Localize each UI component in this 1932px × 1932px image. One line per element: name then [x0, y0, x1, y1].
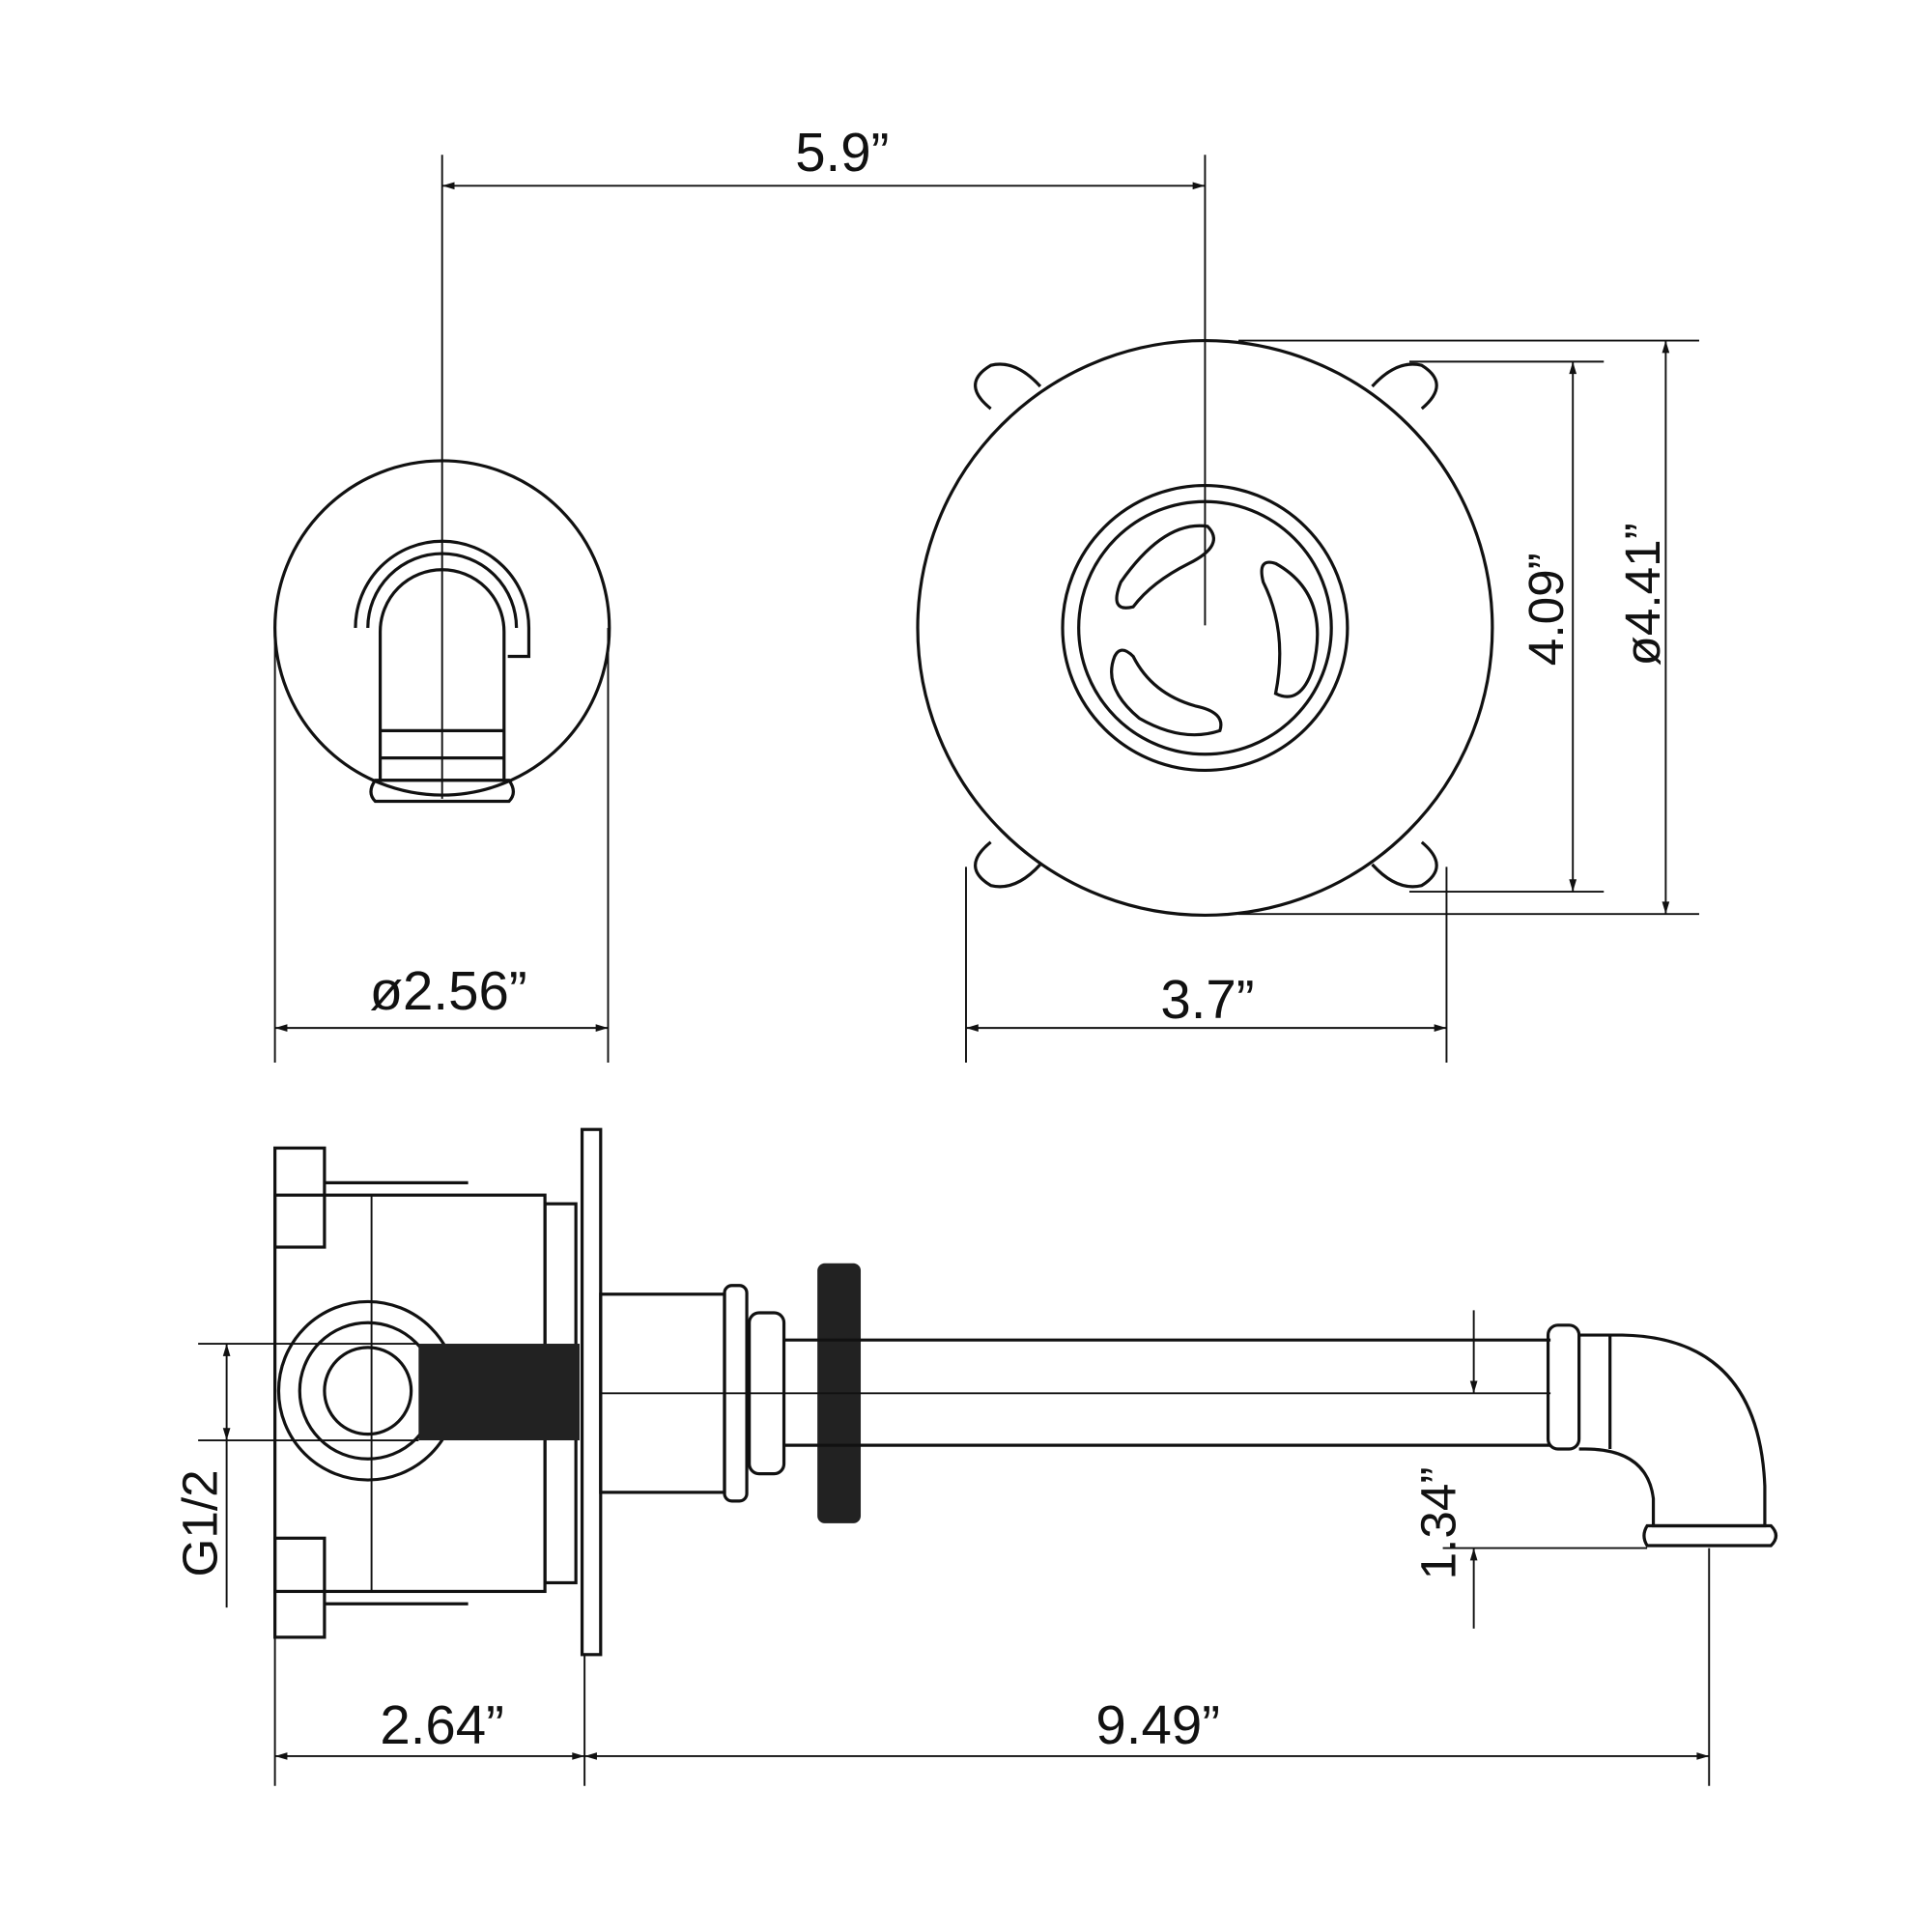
side-view: G1/2 1.34” 2.64” 9.49” [172, 1127, 1778, 1786]
handle-front-view: 4.09” ø4.41” 3.7” [916, 338, 1699, 1063]
dim-label-handle-diameter: ø4.41” [1615, 523, 1670, 666]
dimension-spacing: 5.9” [440, 122, 1207, 799]
spout-front-view: ø2.56” [273, 459, 611, 1063]
dim-label-hole-spacing: 4.09” [1519, 553, 1574, 666]
dim-label-inlet-thread: G1/2 [172, 1469, 227, 1577]
dim-label-spout-diameter: ø2.56” [370, 960, 527, 1021]
dim-label-handle-width: 3.7” [1160, 969, 1254, 1030]
dim-label-valve-depth: 2.64” [380, 1694, 504, 1755]
dim-label-spacing: 5.9” [795, 122, 889, 183]
dim-label-spout-height: 1.34” [1410, 1466, 1465, 1579]
dim-label-spout-reach: 9.49” [1095, 1694, 1220, 1755]
